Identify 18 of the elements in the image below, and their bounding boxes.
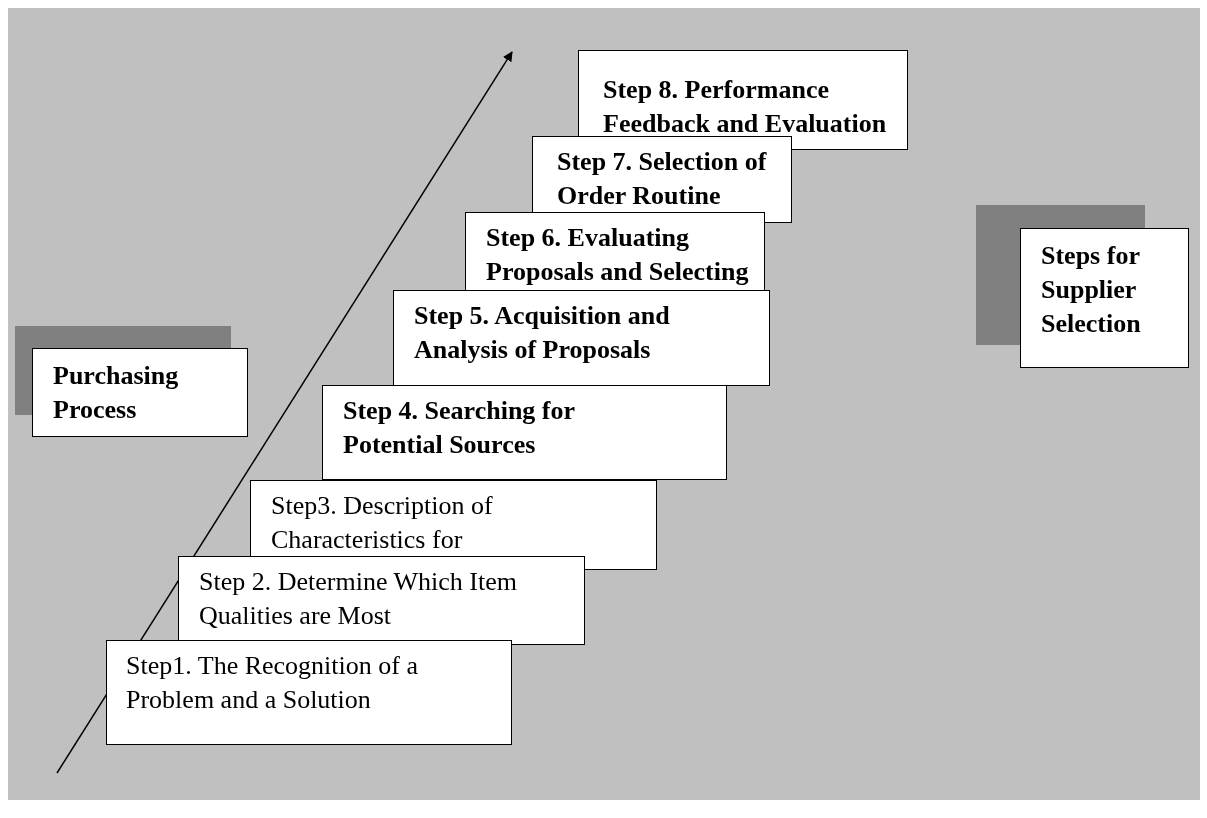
step-box — [32, 348, 248, 437]
step-label: Step 6. Evaluating Proposals and Selecting — [486, 222, 750, 288]
step-label: Step 5. Acquisition and Analysis of Proposals — [414, 300, 671, 366]
step-label: Purchasing Process — [53, 360, 180, 426]
step-box — [178, 556, 585, 645]
step-box — [322, 385, 727, 480]
step-box — [106, 640, 512, 745]
step-label: Step 4. Searching for Potential Sources — [343, 395, 576, 461]
step-box — [393, 290, 770, 386]
step-label: Steps for Supplier Selection — [1041, 240, 1142, 340]
step-label: Step 8. Performance Feedback and Evaluation — [603, 74, 888, 140]
step-box — [1020, 228, 1189, 368]
step-label: Step1. The Recognition of a Problem and a Solution — [126, 650, 419, 716]
step-box — [578, 50, 908, 150]
step-label: Step 7. Selection of Order Routine — [557, 146, 768, 212]
step-box — [465, 212, 765, 292]
step-label: Step3. Description of Characteristics for — [271, 490, 494, 556]
step-label: Step 2. Determine Which Item Qualities are Most — [199, 566, 518, 632]
